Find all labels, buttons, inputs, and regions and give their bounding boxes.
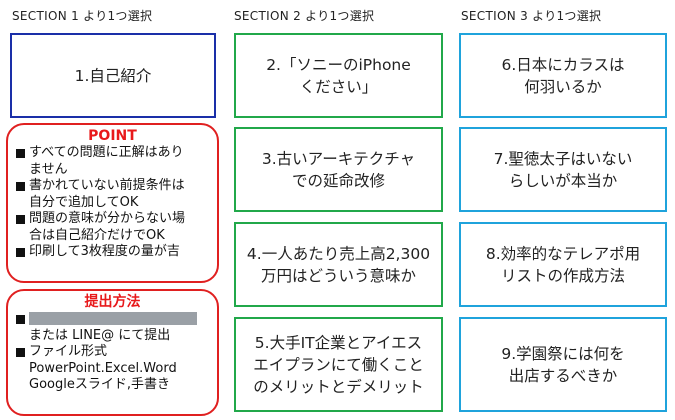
list-item: すべての問題に正解はあり ません — [16, 145, 213, 178]
point-title: POINT — [88, 128, 137, 144]
section-1-header: SECTION 1 より1つ選択 — [12, 9, 153, 23]
bullet-square-icon — [16, 181, 25, 191]
submission-line2: または LINE@ にて提出 — [29, 327, 171, 343]
topic-2-label: 2.「ソニーのiPhone ください」 — [266, 55, 411, 96]
section-2-header: SECTION 2 より1つ選択 — [234, 9, 375, 23]
submission-list — [8, 311, 217, 328]
submission-title: 提出方法 — [84, 294, 141, 310]
point-panel: POINT すべての問題に正解はあり ません 書かれていない前提条件は 自分で追… — [6, 123, 219, 283]
section-3-header: SECTION 3 より1つ選択 — [461, 9, 602, 23]
topic-9-label: 9.学園祭には何を 出店するべきか — [501, 344, 625, 385]
topic-5-box[interactable]: 5.大手IT企業とアイエス エイプランにて働くこと のメリットとデメリット — [234, 317, 443, 412]
list-item: 書かれていない前提条件は 自分で追加してOK — [16, 178, 213, 211]
topic-4-label: 4.一人あたり売上高2,300 万円はどういう意味か — [246, 244, 431, 285]
topic-3-label: 3.古いアーキテクチャ での延命改修 — [261, 149, 416, 190]
topic-8-box[interactable]: 8.効率的なテレアポ用 リストの作成方法 — [459, 222, 667, 307]
bullet-square-icon — [16, 314, 25, 324]
bullet-square-icon — [16, 347, 25, 357]
topic-7-label: 7.聖徳太子はいない らしいが本当か — [493, 149, 633, 190]
submission-list-2: ファイル形式 — [8, 344, 217, 361]
topic-7-box[interactable]: 7.聖徳太子はいない らしいが本当か — [459, 127, 667, 212]
topic-9-box[interactable]: 9.学園祭には何を 出店するべきか — [459, 317, 667, 412]
topic-2-box[interactable]: 2.「ソニーのiPhone ください」 — [234, 33, 443, 118]
list-item — [16, 311, 213, 328]
topic-1-label: 1.自己紹介 — [74, 66, 152, 85]
list-item: ファイル形式 — [16, 344, 213, 361]
bullet-square-icon — [16, 148, 25, 158]
topic-1-box[interactable]: 1.自己紹介 — [10, 33, 216, 118]
topic-4-box[interactable]: 4.一人あたり売上高2,300 万円はどういう意味か — [234, 222, 443, 307]
topic-6-box[interactable]: 6.日本にカラスは 何羽いるか — [459, 33, 667, 118]
point-list: すべての問題に正解はあり ません 書かれていない前提条件は 自分で追加してOK … — [8, 145, 217, 261]
list-item: 問題の意味が分からない場 合は自己紹介だけでOK — [16, 211, 213, 244]
submission-formats: PowerPoint.Excel.Word Googleスライド,手書き — [29, 360, 177, 393]
bullet-square-icon — [16, 214, 25, 224]
list-item: 印刷して3枚程度の量が吉 — [16, 244, 213, 261]
topic-5-label: 5.大手IT企業とアイエス エイプランにて働くこと のメリットとデメリット — [253, 333, 424, 396]
topic-3-box[interactable]: 3.古いアーキテクチャ での延命改修 — [234, 127, 443, 212]
redacted-address — [29, 312, 197, 325]
bullet-square-icon — [16, 247, 25, 257]
topic-6-label: 6.日本にカラスは 何羽いるか — [501, 55, 625, 96]
submission-panel: 提出方法 または LINE@ にて提出 ファイル形式 PowerPoint.Ex… — [6, 289, 219, 416]
topic-8-label: 8.効率的なテレアポ用 リストの作成方法 — [485, 244, 641, 285]
